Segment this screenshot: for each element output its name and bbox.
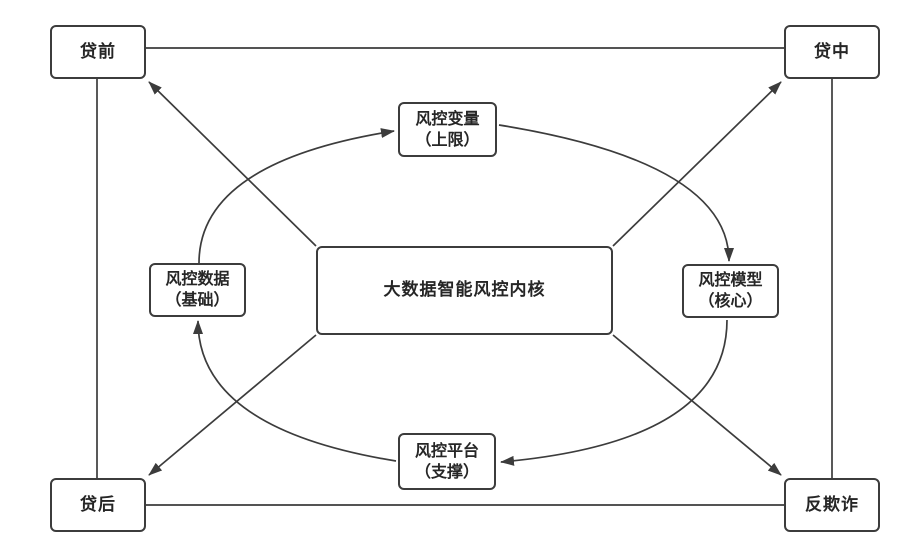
- node-in-loan-label: 贷中: [814, 41, 850, 62]
- edge-core-inloan: [612, 81, 782, 247]
- node-risk-platform-sublabel: （支撑）: [414, 461, 479, 481]
- node-risk-variables-sublabel: （上限）: [415, 129, 480, 149]
- node-pre-loan: 贷前: [50, 25, 146, 79]
- node-core: 大数据智能风控内核: [316, 246, 613, 335]
- node-risk-data: 风控数据 （基础）: [149, 263, 246, 317]
- edge-variables-model: [498, 124, 734, 262]
- node-risk-variables-label: 风控变量: [415, 108, 480, 128]
- node-post-loan: 贷后: [50, 478, 146, 532]
- edge-core-postloan: [148, 334, 317, 476]
- node-risk-model-label: 风控模型: [698, 270, 763, 290]
- node-risk-data-sublabel: （基础）: [165, 290, 230, 309]
- edge-data-variables: [198, 128, 395, 264]
- node-in-loan: 贷中: [784, 25, 880, 79]
- node-post-loan-label: 贷后: [80, 494, 116, 515]
- edge-platform-data: [193, 320, 397, 462]
- node-risk-platform-label: 风控平台: [414, 440, 479, 460]
- node-risk-model-sublabel: （核心）: [698, 291, 763, 310]
- node-anti-fraud: 反欺诈: [784, 478, 880, 532]
- edge-model-platform: [500, 319, 728, 466]
- node-risk-platform: 风控平台 （支撑）: [398, 433, 496, 490]
- node-anti-fraud-label: 反欺诈: [805, 494, 859, 515]
- node-risk-variables: 风控变量 （上限）: [398, 102, 497, 157]
- node-core-label: 大数据智能风控内核: [383, 280, 546, 301]
- node-risk-data-label: 风控数据: [165, 269, 230, 289]
- edge-core-antifraud: [612, 334, 782, 476]
- edge-core-preloan: [148, 81, 317, 247]
- node-pre-loan-label: 贷前: [80, 41, 116, 62]
- node-risk-model: 风控模型 （核心）: [682, 264, 779, 318]
